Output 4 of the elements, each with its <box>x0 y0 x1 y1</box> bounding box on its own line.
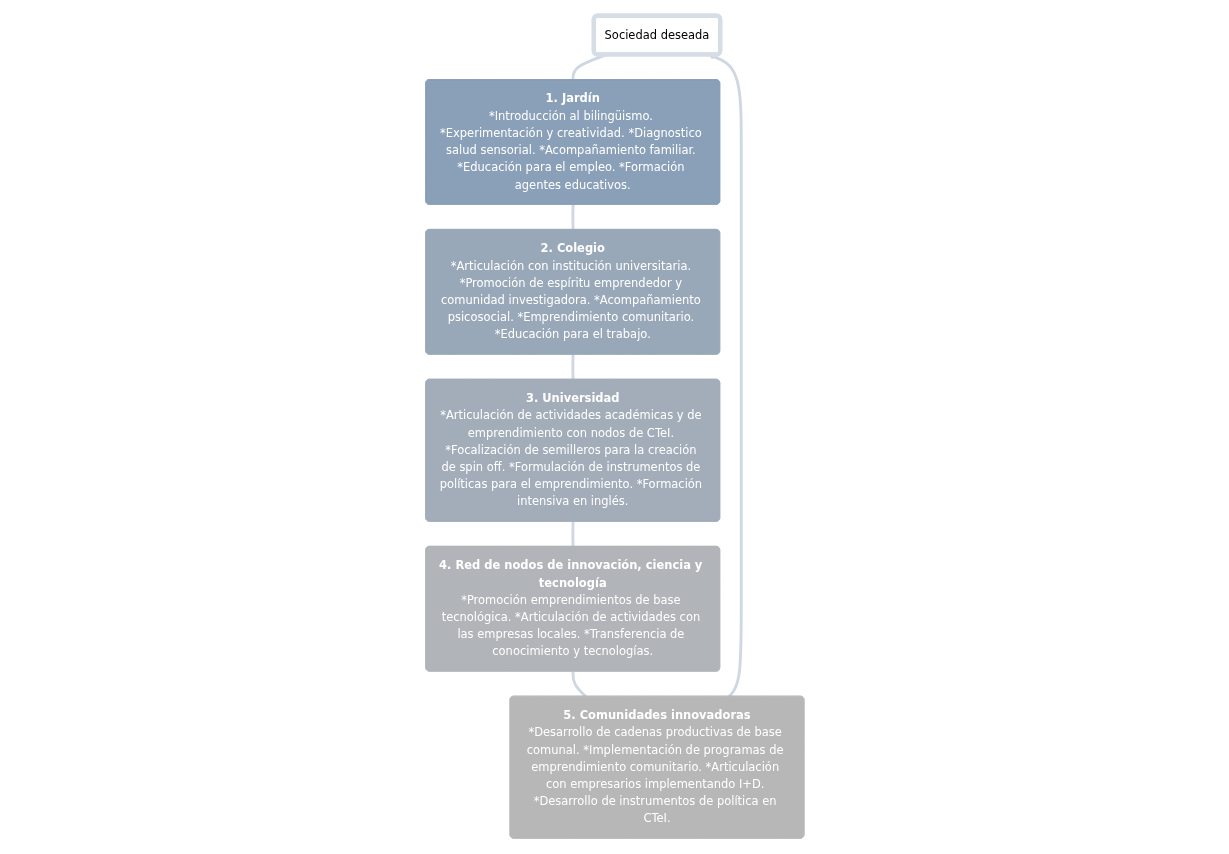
connector <box>571 671 587 698</box>
connector <box>571 354 575 380</box>
connector <box>571 204 575 230</box>
connector <box>571 521 575 547</box>
